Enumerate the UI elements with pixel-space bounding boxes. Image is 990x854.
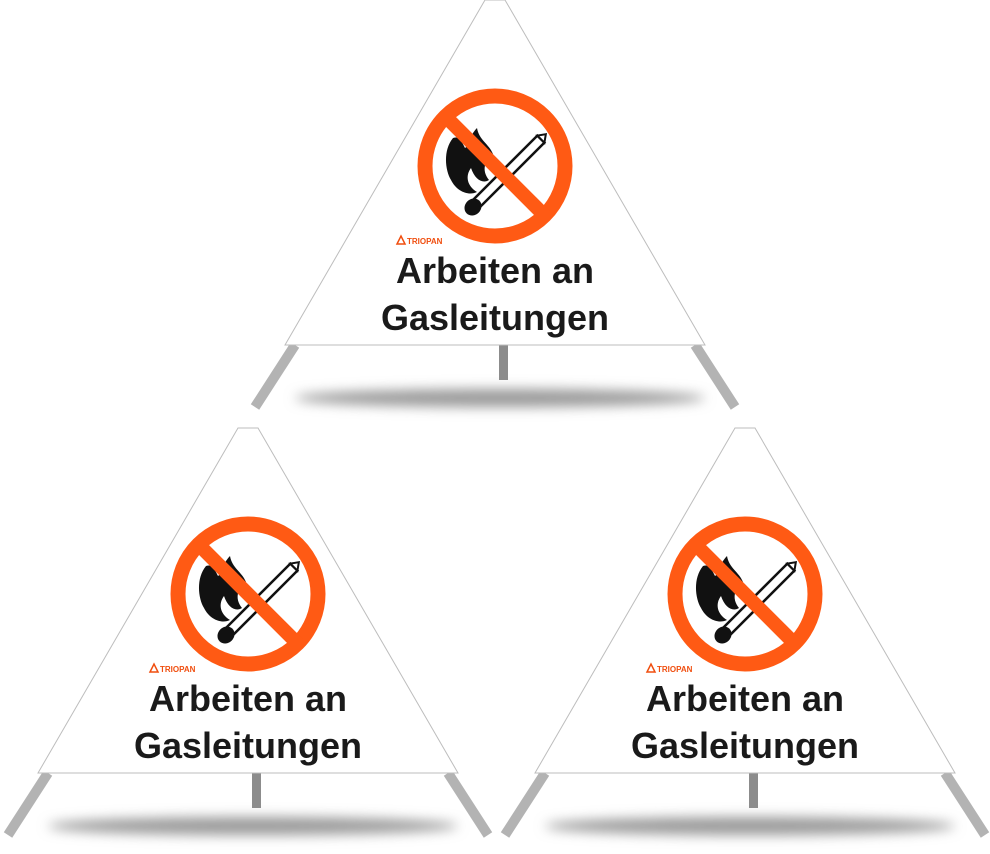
- no-open-flame-icon: [8, 428, 488, 835]
- sign-top: TRIOPAN Arbeiten an Gasleitungen: [255, 0, 735, 407]
- no-open-flame-icon: [505, 428, 985, 835]
- no-open-flame-icon: [255, 0, 735, 407]
- sign-text-line2: Gasleitungen: [134, 725, 362, 766]
- sign-text-line2: Gasleitungen: [631, 725, 859, 766]
- sign-text-line1: Arbeiten an: [646, 678, 844, 719]
- brand-logo: TRIOPAN: [407, 237, 443, 246]
- brand-logo: TRIOPAN: [657, 665, 693, 674]
- sign-bottom-left: TRIOPAN Arbeiten an Gasleitungen: [8, 428, 488, 835]
- sign-text-line1: Arbeiten an: [396, 250, 594, 291]
- brand-logo: TRIOPAN: [160, 665, 196, 674]
- sign-text-line1: Arbeiten an: [149, 678, 347, 719]
- sign-bottom-right: TRIOPAN Arbeiten an Gasleitungen: [505, 428, 985, 835]
- sign-text-line2: Gasleitungen: [381, 297, 609, 338]
